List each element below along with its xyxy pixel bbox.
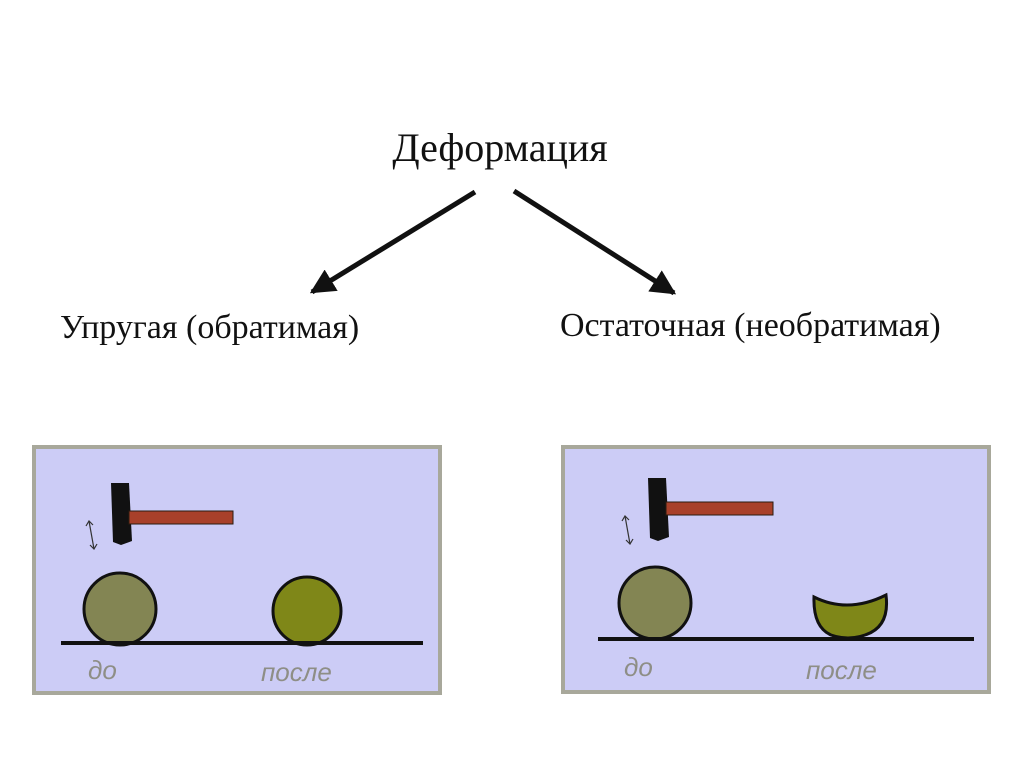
panel-plastic-illustration [598,478,974,641]
panel-plastic: до после [561,445,991,694]
hammer-handle [665,501,774,516]
panel-elastic: до после [32,445,442,695]
ball-after [271,575,343,647]
ball-before [617,565,693,641]
branch-label-plastic: Остаточная (необратимая) [560,307,941,344]
panel-elastic-illustration [61,483,423,647]
motion-arrows-icon [85,520,98,550]
hammer-icon [111,483,234,545]
hammer-icon [648,478,774,541]
caption-before: до [624,652,653,682]
branch-label-elastic: Упругая (обратимая) [60,309,360,346]
hammer-handle [128,510,234,525]
arrow-right [512,188,677,296]
diagram-title: Деформация [392,125,608,170]
caption-after: после [261,657,332,687]
hammer-head [111,483,132,545]
caption-after: после [806,655,877,685]
ball-after-dented [812,592,889,640]
motion-arrows-icon [621,515,634,545]
caption-before: до [88,655,117,685]
hammer-head [648,478,669,541]
arrow-left [309,189,477,295]
ball-before [82,571,158,647]
